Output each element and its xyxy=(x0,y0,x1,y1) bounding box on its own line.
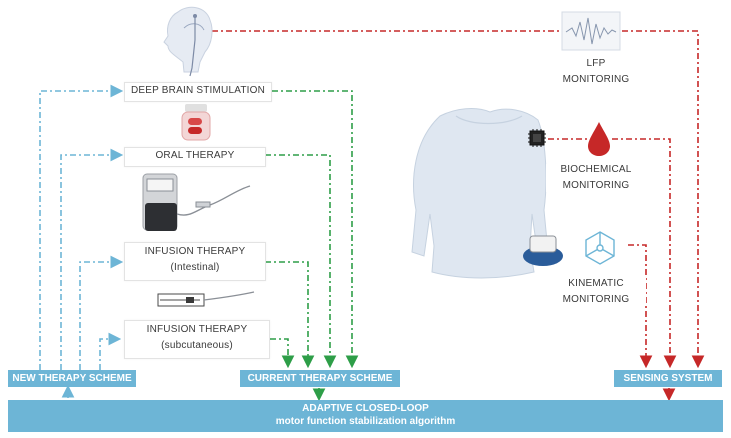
lfp-monitoring-line1: LFP xyxy=(586,58,606,69)
new-therapy-scheme-box: NEW THERAPY SCHEME xyxy=(8,370,136,387)
head-dbs-icon xyxy=(163,6,213,77)
infusion-intestinal-line1: INFUSION THERAPY xyxy=(144,246,246,257)
adaptive-closed-loop-algorithm-bar: ADAPTIVE CLOSED-LOOP motor function stab… xyxy=(8,400,723,432)
algorithm-title: ADAPTIVE CLOSED-LOOP xyxy=(302,403,429,414)
lfp-signal-icon xyxy=(561,11,621,51)
wrist-device-icon xyxy=(523,235,563,266)
biochemical-monitoring-label: BIOCHEMICAL MONITORING xyxy=(546,164,646,192)
sensing-system-box: SENSING SYSTEM xyxy=(614,370,722,387)
infusion-pump-icon xyxy=(142,173,251,231)
infusion-subcutaneous-label: INFUSION THERAPY (subcutaneous) xyxy=(124,320,270,359)
new-scheme-connectors xyxy=(39,84,124,370)
oral-therapy-label: ORAL THERAPY xyxy=(124,147,266,167)
pill-bottle-icon xyxy=(181,104,211,141)
lfp-monitoring-label: LFP MONITORING xyxy=(546,58,646,86)
infusion-subcutaneous-line1: INFUSION THERAPY xyxy=(146,324,248,335)
current-therapy-scheme-box: CURRENT THERAPY SCHEME xyxy=(240,370,400,387)
blood-drop-icon xyxy=(588,122,610,156)
kinematic-monitoring-line2: MONITORING xyxy=(562,294,630,305)
infusion-intestinal-label: INFUSION THERAPY (Intestinal) xyxy=(124,242,266,281)
sensing-connectors xyxy=(212,30,705,369)
kinematic-monitoring-line1: KINEMATIC xyxy=(568,278,624,289)
syringe-pump-icon xyxy=(157,291,255,307)
infusion-intestinal-line2: (Intestinal) xyxy=(170,262,220,273)
lfp-monitoring-line2: MONITORING xyxy=(562,74,630,85)
current-scheme-connectors xyxy=(265,90,359,369)
chip-sensor-icon xyxy=(528,129,546,147)
biochemical-monitoring-line1: BIOCHEMICAL xyxy=(560,164,632,175)
algorithm-subtitle: motor function stabilization algorithm xyxy=(275,416,456,427)
deep-brain-stimulation-label: DEEP BRAIN STIMULATION xyxy=(124,82,272,102)
biochemical-monitoring-line2: MONITORING xyxy=(562,180,630,191)
infusion-subcutaneous-line2: (subcutaneous) xyxy=(161,340,233,351)
kinematic-monitoring-label: KINEMATIC MONITORING xyxy=(546,278,646,306)
molecule-icon xyxy=(585,231,615,265)
